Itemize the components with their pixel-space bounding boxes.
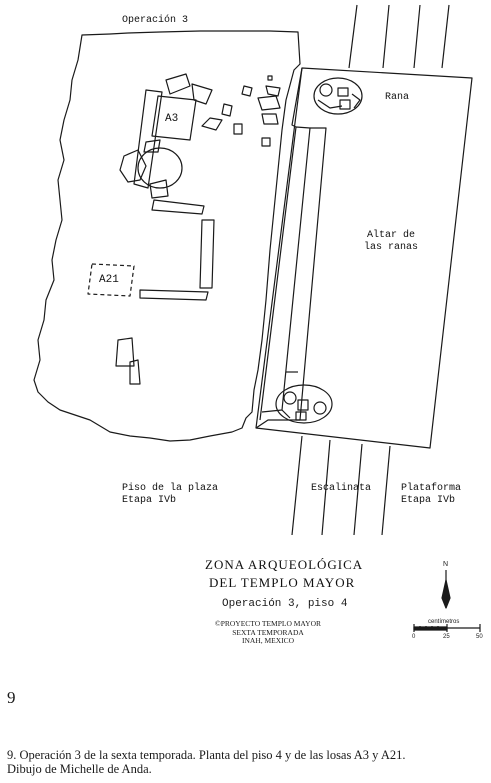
frog-sculpture-top: [313, 77, 363, 115]
title-operacion: Operación 3, piso 4: [222, 598, 348, 610]
credits: ©PROYECTO TEMPLO MAYOR SEXTA TEMPORADA I…: [215, 619, 321, 646]
altar-step: [255, 127, 327, 429]
scale-tick-label: 25: [443, 634, 450, 640]
figure-number: 9: [7, 688, 16, 707]
stair-line: [291, 435, 303, 536]
altar-label-line: las ranas: [364, 242, 419, 253]
north-arrow-icon: [441, 570, 451, 609]
stair-line: [441, 4, 450, 69]
rana-label: Rana: [385, 92, 410, 103]
stone-a3-label: A3: [165, 113, 179, 125]
stair-line: [321, 439, 331, 536]
altar-step: [259, 67, 303, 421]
frog-sculpture-bottom: [275, 384, 333, 424]
credits-line: INAH, MEXICO: [241, 636, 295, 645]
piso-label: Piso de la plaza Etapa IVb: [122, 483, 218, 507]
scale-bar-icon: [413, 624, 481, 632]
caption-line: Dibujo de Michelle de Anda.: [7, 762, 152, 776]
plataforma-label-line: Plataforma: [401, 483, 462, 494]
credits-line: SEXTA TEMPORADA: [232, 627, 304, 637]
title-zona: ZONA ARQUEOLÓGICA: [205, 557, 364, 572]
stair-line: [382, 4, 390, 69]
caption-line: 9. Operación 3 de la sexta temporada. Pl…: [7, 748, 406, 762]
stone-a21: [87, 263, 135, 297]
escalinata-label: Escalinata: [311, 483, 372, 494]
stair-line: [413, 4, 421, 69]
site-plan-drawing: [33, 4, 481, 632]
scale-tick-label: 50: [476, 634, 483, 640]
piso-label-line: Etapa IVb: [122, 495, 177, 506]
stair-line: [381, 445, 391, 536]
plataforma-label: Plataforma Etapa IVb: [401, 483, 461, 507]
scale-unit-label: centímetros: [428, 619, 460, 625]
altar-label: Altar de las ranas: [364, 230, 418, 254]
credits-line: ©PROYECTO TEMPLO MAYOR: [215, 619, 321, 628]
north-label: N: [443, 561, 449, 568]
altar-label-line: Altar de: [367, 230, 416, 241]
stone-cluster: [115, 73, 281, 385]
altar-step: [261, 126, 311, 413]
plataforma-label-line: Etapa IVb: [401, 495, 456, 506]
stone-a21-label: A21: [99, 274, 119, 286]
scale-tick-label: 0: [412, 634, 416, 640]
excavation-outline: [33, 30, 301, 442]
piso-label-line: Piso de la plaza: [122, 483, 219, 494]
title-templo: DEL TEMPLO MAYOR: [209, 575, 356, 590]
operation-label: Operación 3: [122, 15, 189, 26]
figure-caption: 9. Operación 3 de la sexta temporada. Pl…: [7, 748, 487, 776]
altar-slab: [255, 67, 473, 449]
stair-line: [353, 443, 363, 536]
stair-line: [348, 4, 358, 69]
stone-a3: [151, 95, 197, 141]
